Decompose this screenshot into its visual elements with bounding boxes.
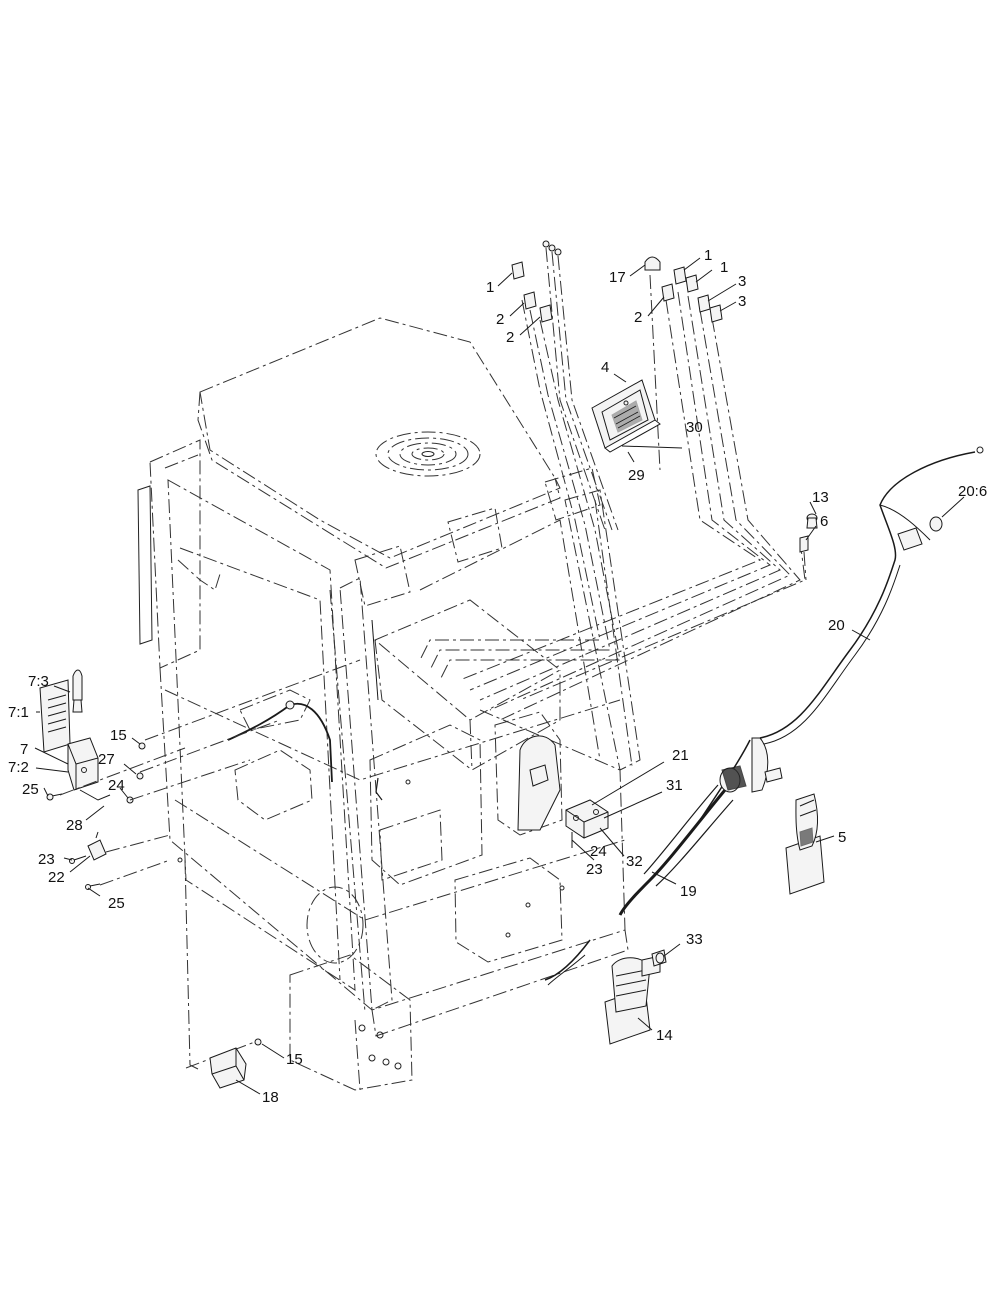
callout-33: 33 (686, 931, 703, 948)
callout-7-1: 7:1 (8, 704, 29, 721)
callout-15: 15 (286, 1051, 303, 1068)
callout-20: 20 (828, 617, 845, 634)
callout-1: 1 (704, 247, 712, 264)
plug-33 (651, 949, 667, 967)
console-wire (227, 619, 383, 801)
buzzer-18 (209, 1038, 262, 1089)
left-small-parts (46, 659, 361, 1069)
callout-1: 1 (720, 259, 728, 276)
callout-23: 23 (38, 851, 55, 868)
callout-5: 5 (838, 829, 846, 846)
joystick-5 (785, 793, 825, 895)
callout-19: 19 (680, 883, 697, 900)
callout-31: 31 (666, 777, 683, 794)
callout-28: 28 (66, 817, 83, 834)
callout-1: 1 (486, 279, 494, 296)
cab-outline (137, 317, 641, 1091)
callout-17: 17 (609, 269, 626, 286)
callout-6: 6 (820, 513, 828, 530)
switch-cables (419, 247, 806, 721)
callout-labels: 1 2 2 17 1 1 3 3 2 4 30 29 13 6 20:6 20 … (8, 247, 987, 1106)
display-module (591, 379, 661, 453)
callout-27: 27 (98, 751, 115, 768)
callout-30: 30 (686, 419, 703, 436)
callout-7-2: 7:2 (8, 759, 29, 776)
joystick-14 (604, 955, 661, 1045)
callout-13: 13 (812, 489, 829, 506)
callout-3: 3 (738, 273, 746, 290)
callout-2: 2 (634, 309, 642, 326)
callout-23: 23 (586, 861, 603, 878)
callout-7-3: 7:3 (28, 673, 49, 690)
callout-2: 2 (496, 311, 504, 328)
button-13-and-socket-6 (799, 513, 818, 581)
callout-32: 32 (626, 853, 643, 870)
callout-22: 22 (48, 869, 65, 886)
callout-15: 15 (110, 727, 127, 744)
callout-24: 24 (590, 843, 607, 860)
callout-29: 29 (628, 467, 645, 484)
callout-25: 25 (108, 895, 125, 912)
roof-vent (375, 431, 481, 477)
callout-25: 25 (22, 781, 39, 798)
callout-21: 21 (672, 747, 689, 764)
callout-14: 14 (656, 1027, 673, 1044)
antenna-7 (39, 669, 111, 801)
callout-24: 24 (108, 777, 125, 794)
valve-block (517, 735, 609, 839)
switch-group-right (644, 256, 723, 323)
callout-20-6: 20:6 (958, 483, 987, 500)
callout-2: 2 (506, 329, 514, 346)
harness-19 (544, 784, 734, 986)
callout-18: 18 (262, 1089, 279, 1106)
callout-7: 7 (20, 741, 28, 758)
leader-lines (34, 257, 965, 1095)
callout-3: 3 (738, 293, 746, 310)
switch-group-left (511, 240, 562, 323)
callout-4: 4 (601, 359, 609, 376)
